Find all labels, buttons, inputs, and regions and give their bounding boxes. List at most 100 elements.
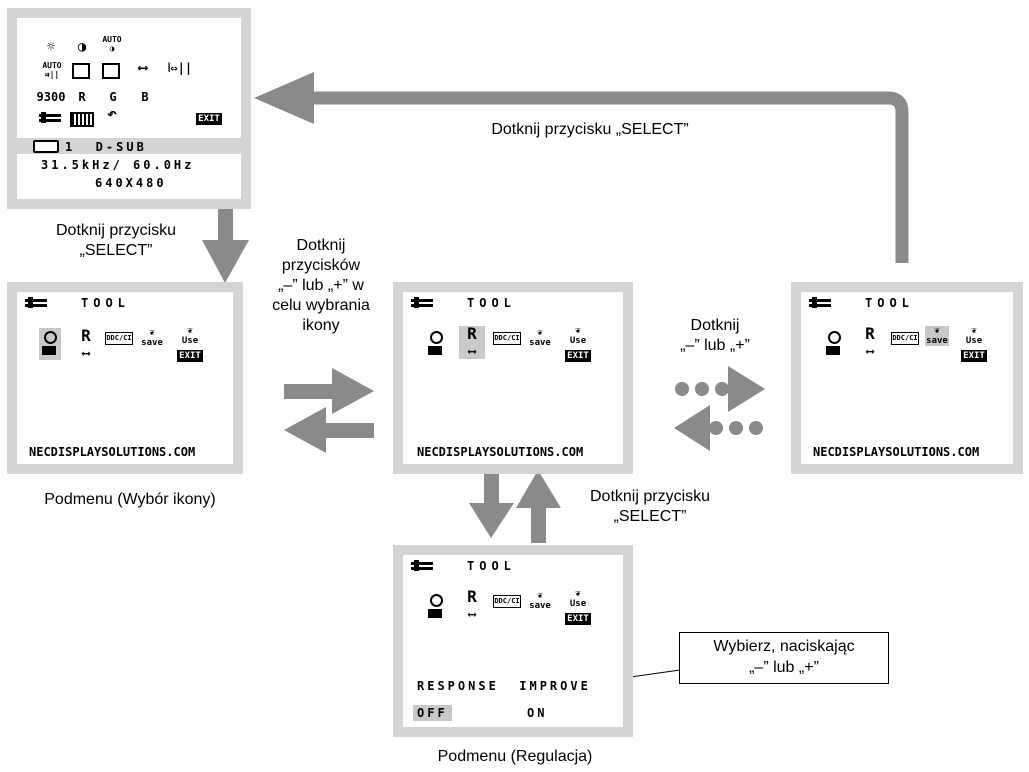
eco-save-icon: ❦save	[141, 328, 163, 348]
tool-title-icon	[25, 297, 51, 309]
dot	[749, 421, 763, 435]
exit-icon: EXIT	[565, 350, 591, 362]
eco-save-icon-selected: ❦save	[925, 326, 949, 346]
down-up-icon	[102, 63, 120, 79]
right-arrow-shaft	[284, 384, 334, 399]
tool-submenu-center: TOOL R⟷ DDC/CI ❦save ❦Use EXIT NECDISPLA…	[393, 282, 633, 474]
resolution-readout: 640X480	[95, 176, 167, 190]
center-up-head	[516, 470, 561, 508]
option-off-selected: OFF	[413, 705, 452, 721]
response-icon: R⟷	[81, 326, 91, 361]
input-band	[17, 138, 241, 154]
frequency-readout: 31.5kHz/ 60.0Hz	[41, 158, 195, 172]
tool-submenu-adjust: TOOL R⟷ DDC/CI ❦save ❦Use EXIT RESPONSE …	[393, 545, 633, 737]
eco-save-icon: ❦save	[529, 591, 551, 611]
top-arrow-label: Dotknij przycisku „SELECT”	[491, 121, 689, 138]
dot	[729, 421, 743, 435]
callout-line2: „–” lub „+”	[749, 659, 819, 676]
ddcci-icon: DDC/CI	[493, 595, 521, 608]
auto-adjust-icon: AUTO⇉||	[42, 61, 62, 79]
footer-url: NECDISPLAYSOLUTIONS.COM	[813, 445, 980, 459]
auto-contrast-icon: AUTO◑	[102, 35, 122, 53]
response-icon: R⟷	[467, 587, 477, 622]
eco-save-icon: ❦save	[529, 328, 551, 348]
ddcci-icon: DDC/CI	[891, 332, 919, 345]
tool-title-icon	[411, 560, 437, 572]
tool-screen: TOOL R⟷ DDC/CI ❦save ❦Use EXIT NECDISPLA…	[17, 292, 233, 464]
contrast-icon: ◑	[77, 39, 87, 55]
response-icon: R⟷	[865, 324, 875, 359]
center-down-shaft	[484, 468, 499, 506]
middle-label-line3: „–” lub „+” w	[278, 277, 364, 294]
main-menu-screen: ☼ ◑ AUTO◑ AUTO⇉|| ⟷ ⦚⇔|| 9300 R G B ↶ EX…	[17, 18, 241, 199]
dot	[715, 382, 729, 396]
response-icon-selected: R⟷	[459, 326, 485, 359]
tool-title: TOOL	[467, 559, 516, 573]
tool-title-icon	[411, 297, 437, 309]
down-arrow-label-line1: Dotknij przycisku	[55, 222, 177, 239]
middle-label-line5: ikony	[302, 317, 340, 334]
exit-icon: EXIT	[177, 350, 203, 362]
submenu-adjust-caption: Podmenu (Regulacja)	[437, 748, 593, 765]
exit-icon: EXIT	[565, 613, 591, 625]
center-select-label-line2: „SELECT”	[613, 508, 687, 525]
tool-icon	[39, 112, 63, 124]
center-select-label-line1: Dotknij przycisku	[589, 488, 711, 505]
tool-title: TOOL	[81, 296, 130, 310]
fine-icon: ⦚⇔||	[167, 61, 193, 75]
center-down-head	[469, 503, 514, 538]
eco-use-icon: ❦Use	[965, 326, 983, 346]
right-middle-label-line1: Dotknij	[690, 317, 740, 334]
submenu-select-caption: Podmenu (Wybór ikony)	[44, 491, 216, 508]
dot	[695, 382, 709, 396]
footer-url: NECDISPLAYSOLUTIONS.COM	[29, 445, 196, 459]
center-up-shaft	[531, 505, 546, 543]
tool-title: TOOL	[467, 296, 516, 310]
exit-icon: EXIT	[961, 350, 987, 362]
down-arrow-head	[202, 240, 249, 283]
blue-label: B	[141, 90, 149, 104]
zoom-icon-selected	[39, 328, 61, 360]
eco-use-icon: ❦Use	[181, 326, 199, 346]
option-on: ON	[527, 706, 548, 720]
eco-use-icon: ❦Use	[569, 326, 587, 346]
zoom-icon	[823, 328, 845, 360]
ddcci-icon: DDC/CI	[105, 332, 133, 345]
exit-icon: EXIT	[196, 113, 222, 125]
keyboard-icon	[70, 112, 94, 127]
down-arrow-shaft	[218, 208, 233, 243]
tool-title-icon	[809, 297, 835, 309]
input-label: 1 D-SUB	[65, 140, 147, 154]
left-right-icon	[72, 63, 90, 79]
down-arrow-label-line2: „SELECT”	[79, 242, 153, 259]
middle-label-line2: przycisków	[281, 257, 361, 274]
dot	[709, 421, 723, 435]
callout-line1: Wybierz, naciskając	[713, 638, 855, 655]
zoom-icon	[425, 591, 447, 623]
green-label: G	[109, 90, 117, 104]
tool-screen: TOOL R⟷ DDC/CI ❦save ❦Use EXIT RESPONSE …	[403, 555, 623, 727]
brightness-icon: ☼	[46, 39, 56, 55]
callout-box: Wybierz, naciskając „–” lub „+”	[679, 632, 889, 684]
top-return-arrow	[305, 91, 909, 263]
eco-use-icon: ❦Use	[569, 589, 587, 609]
tool-screen: TOOL R⟷ DDC/CI ❦save ❦Use EXIT NECDISPLA…	[403, 292, 623, 464]
dot	[675, 382, 689, 396]
ddcci-icon: DDC/CI	[493, 332, 521, 345]
dotted-left-arrowhead	[674, 405, 710, 451]
setting-name: RESPONSE IMPROVE	[417, 679, 591, 693]
middle-label-line4: celu wybrania	[272, 297, 370, 314]
red-label: R	[78, 90, 86, 104]
middle-label-line1: Dotknij	[296, 237, 346, 254]
dotted-right-arrowhead	[728, 366, 765, 412]
main-menu-frame: ☼ ◑ AUTO◑ AUTO⇉|| ⟷ ⦚⇔|| 9300 R G B ↶ EX…	[7, 8, 251, 209]
h-size-icon: ⟷	[138, 60, 148, 76]
right-arrow-head	[332, 368, 374, 414]
tool-submenu-icon-select: TOOL R⟷ DDC/CI ❦save ❦Use EXIT NECDISPLA…	[7, 282, 243, 474]
tool-screen: TOOL R⟷ DDC/CI ❦save ❦Use EXIT NECDISPLA…	[801, 292, 1013, 464]
tool-title: TOOL	[865, 296, 914, 310]
left-arrow-head	[284, 407, 326, 453]
color-9300-label: 9300	[36, 90, 66, 104]
left-arrow-shaft	[324, 423, 374, 438]
